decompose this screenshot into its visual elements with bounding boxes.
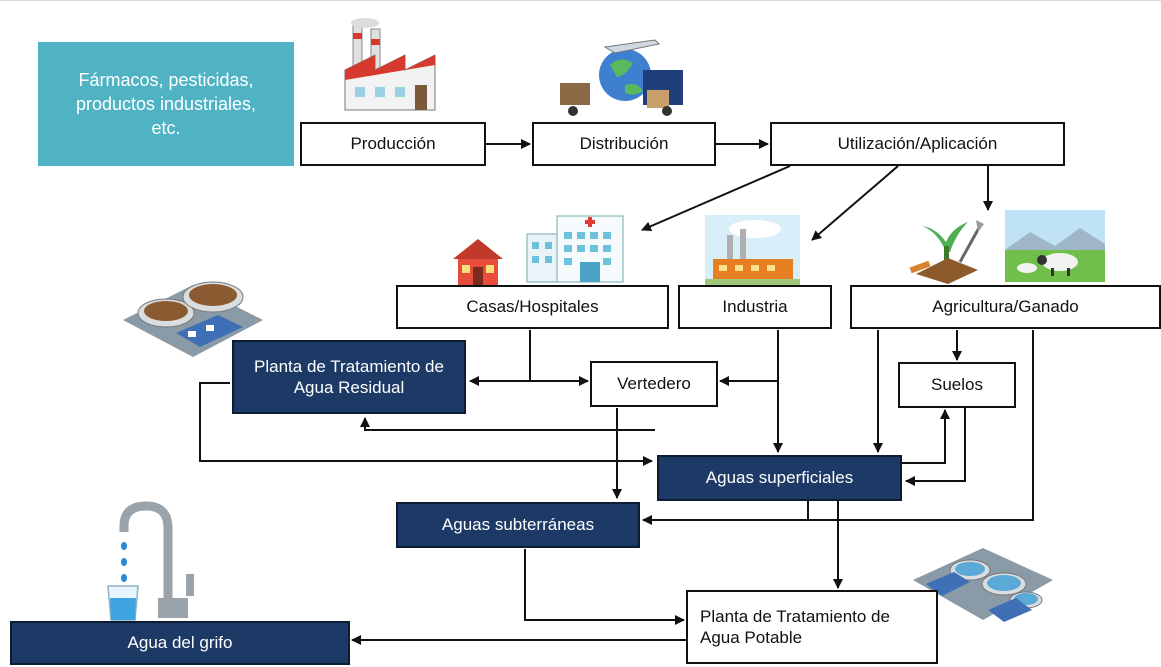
agua-grifo-box: Agua del grifo — [10, 621, 350, 665]
industria-box: Industria — [678, 285, 832, 329]
aguas-superficiales-label: Aguas superficiales — [705, 468, 854, 488]
utilizacion-label: Utilización/Aplicación — [837, 134, 998, 154]
source-box: Fármacos, pesticidas, productos industri… — [38, 42, 294, 166]
produccion-label: Producción — [350, 134, 436, 154]
arrow-suelos-aguas-superficiales — [905, 408, 966, 486]
industria-label: Industria — [722, 297, 788, 317]
plant-tools-icon — [908, 212, 986, 284]
arrow-casas-vertedero — [529, 330, 589, 386]
distribution-icon — [555, 35, 690, 120]
planta-residual-label: Planta de Tratamiento de Agua Residual — [254, 356, 444, 397]
planta-potable-box: Planta de Tratamiento de Agua Potable — [686, 590, 938, 664]
agricultura-ganado-label: Agricultura/Ganado — [932, 297, 1079, 317]
drinking-water-plant-icon — [908, 540, 1058, 630]
suelos-box: Suelos — [898, 362, 1016, 408]
industry-icon — [705, 215, 800, 285]
produccion-box: Producción — [300, 122, 486, 166]
aguas-superficiales-box: Aguas superficiales — [657, 455, 902, 501]
arrow-aguas-superficiales-suelos — [902, 409, 950, 464]
source-label: Fármacos, pesticidas, productos industri… — [75, 69, 257, 139]
house-icon — [448, 235, 508, 287]
wastewater-plant-icon — [118, 265, 268, 365]
casas-hospitales-label: Casas/Hospitales — [466, 297, 599, 317]
utilizacion-box: Utilización/Aplicación — [770, 122, 1065, 166]
planta-potable-label: Planta de Tratamiento de Agua Potable — [700, 606, 890, 647]
suelos-label: Suelos — [931, 375, 983, 395]
arrow-agricultura-aguas-subterraneas — [642, 330, 1034, 525]
aguas-subterraneas-label: Aguas subterráneas — [441, 515, 595, 535]
agua-grifo-label: Agua del grifo — [127, 633, 233, 653]
casas-hospitales-box: Casas/Hospitales — [396, 285, 669, 329]
aguas-subterraneas-box: Aguas subterráneas — [396, 502, 640, 548]
hospital-icon — [522, 210, 627, 285]
arrow-planta-residual-aguas-superficiales — [199, 382, 653, 466]
arrow-industria-vertedero — [719, 330, 779, 386]
arrow-aguas-superficiales-planta-residual — [360, 417, 655, 431]
arrow-utilizacion-industria — [811, 165, 899, 241]
distribucion-box: Distribución — [532, 122, 716, 166]
vertedero-label: Vertedero — [617, 374, 691, 394]
factory-icon — [335, 15, 445, 115]
planta-residual-box: Planta de Tratamiento de Agua Residual — [232, 340, 466, 414]
arrow-aguas-subterraneas-planta-potable — [524, 549, 685, 625]
water-tap-icon — [100, 498, 210, 623]
sheep-field-icon — [1005, 210, 1105, 282]
agricultura-ganado-box: Agricultura/Ganado — [850, 285, 1161, 329]
distribucion-label: Distribución — [579, 134, 669, 154]
vertedero-box: Vertedero — [590, 361, 718, 407]
top-divider — [0, 0, 1161, 1]
arrow-utilizacion-casas — [641, 165, 791, 232]
